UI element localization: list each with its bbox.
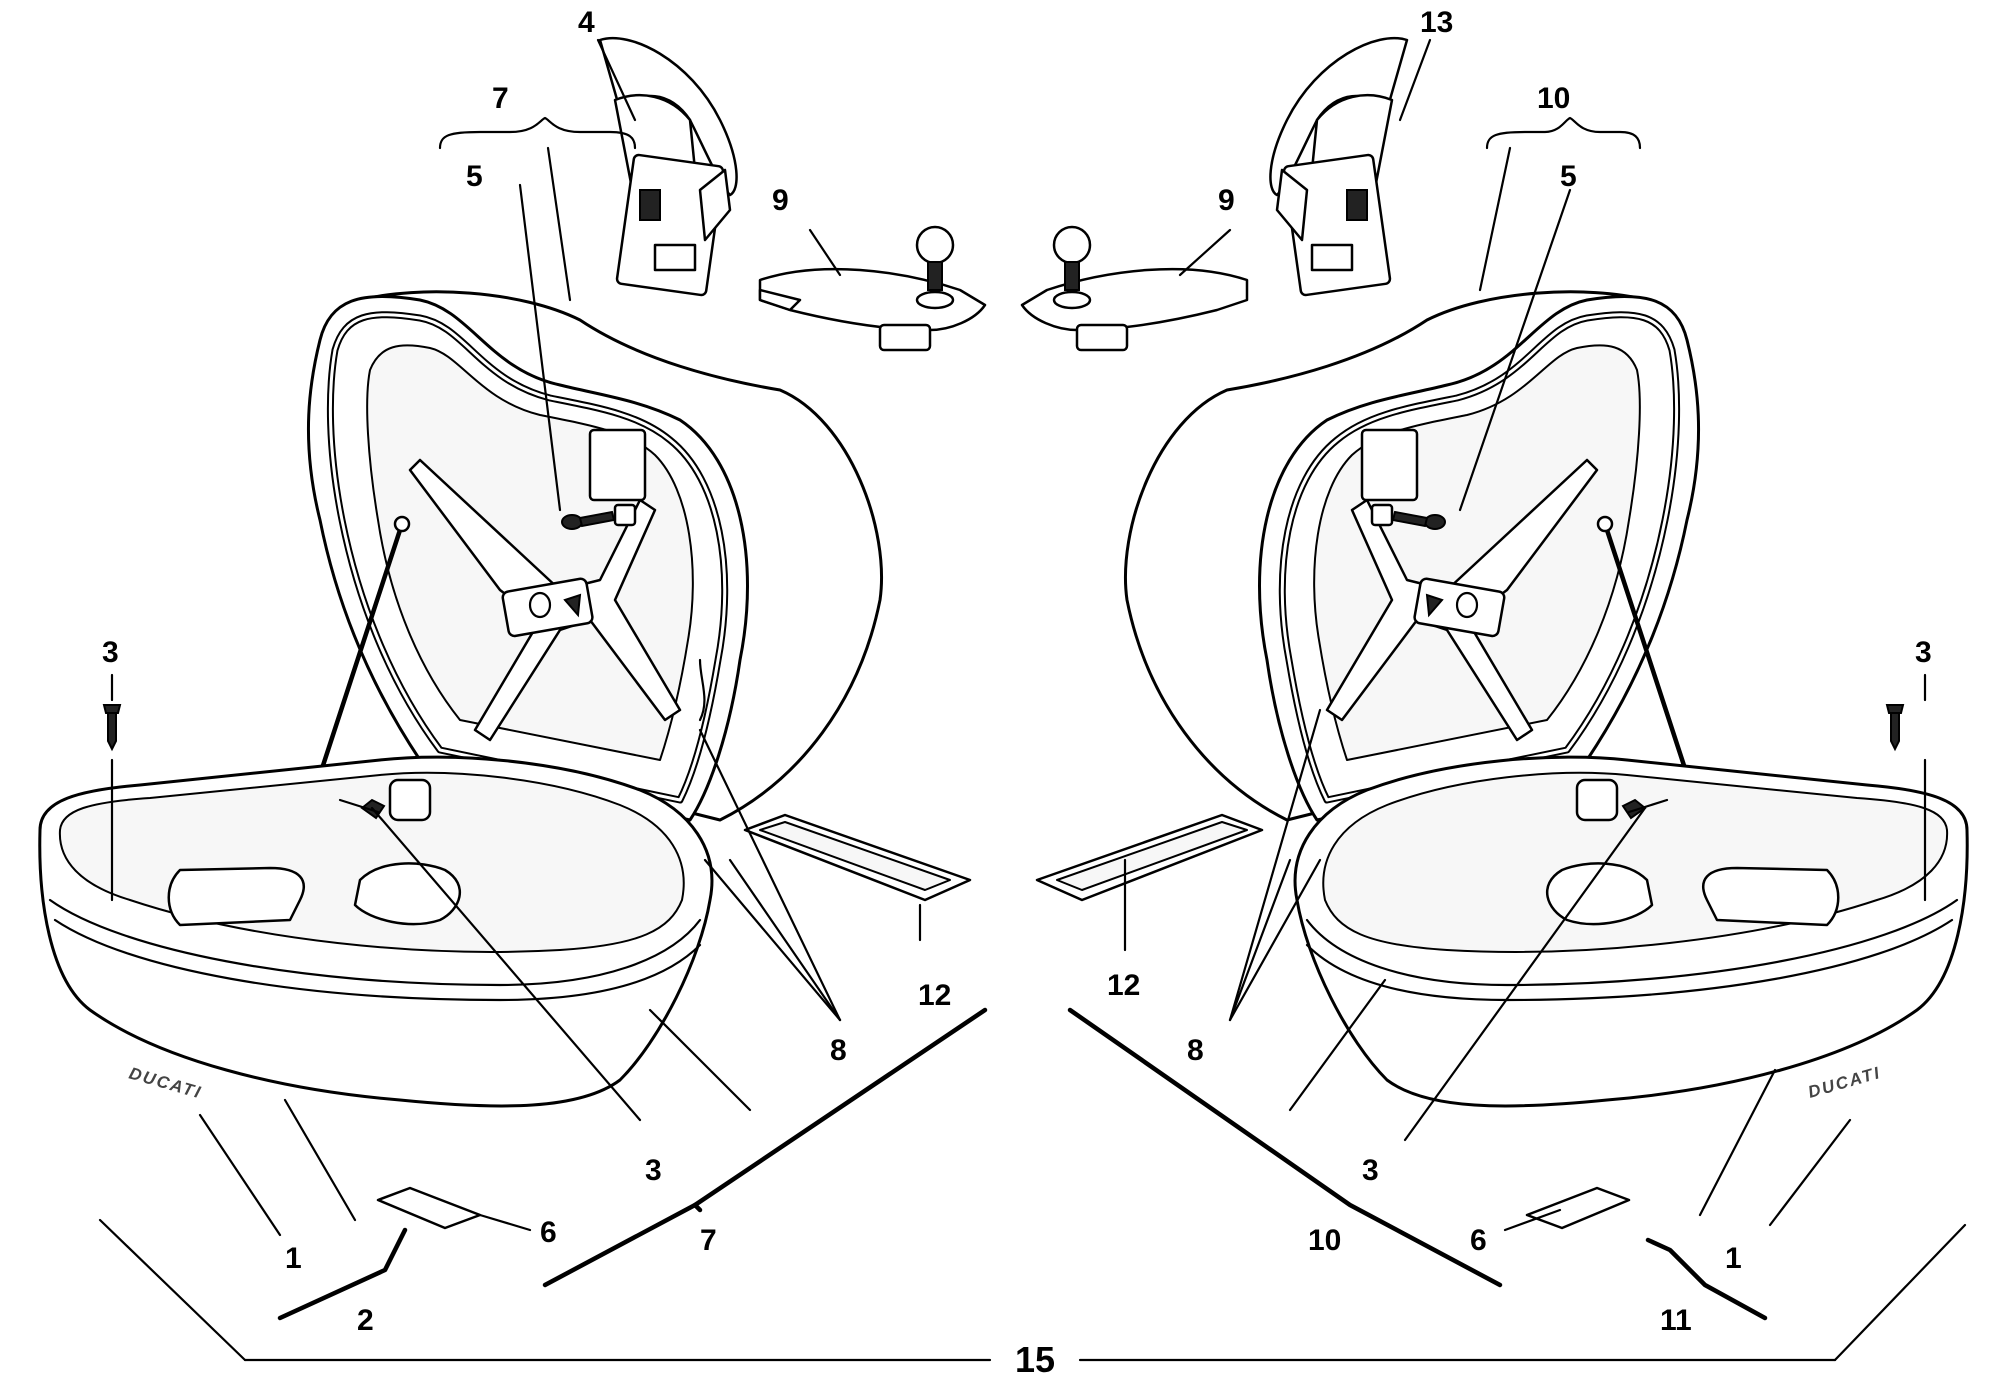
left-decal-1: DUCATI [127,1064,204,1103]
label-3-right-bottom: 3 [1362,1154,1379,1187]
left-strap-buckle [501,577,594,638]
label-7-bottom: 7 [700,1224,717,1257]
label-10-top: 10 [1537,82,1570,115]
right-pannier-assembly [1020,36,1969,1230]
label-12-right: 12 [1107,969,1140,1002]
label-5-right: 5 [1560,160,1577,193]
label-3-left-bottom: 3 [645,1154,662,1187]
label-5-left: 5 [466,160,483,193]
callout-labels: 4 7 5 9 3 8 12 3 7 1 6 2 15 13 10 5 9 3 … [102,6,1932,1380]
right-decal-1: DUCATI [1806,1063,1883,1102]
label-3-right-top: 3 [1915,636,1932,669]
label-2: 2 [357,1304,374,1337]
label-1-left: 1 [285,1242,302,1275]
label-8-left: 8 [830,1034,847,1067]
left-lid-lock-housing [588,428,647,502]
left-base-handle [167,866,305,927]
left-screw-5 [561,510,616,530]
left-latch-4 [598,36,738,297]
label-4: 4 [578,6,595,39]
left-lid-stay [312,527,403,793]
left-reflector-6 [376,1186,482,1230]
left-lock-plate-9 [758,225,987,352]
label-10-bottom: 10 [1308,1224,1341,1257]
label-6-right: 6 [1470,1224,1487,1257]
label-9-left: 9 [772,184,789,217]
label-1-right: 1 [1725,1242,1742,1275]
left-screw-3-top [102,704,122,752]
label-6-left: 6 [540,1216,557,1249]
label-12-left: 12 [918,979,951,1012]
left-pannier-assembly [38,290,883,1108]
label-7-top: 7 [492,82,509,115]
label-8-right: 8 [1187,1034,1204,1067]
label-9-right: 9 [1218,184,1235,217]
leader-lines [98,38,1967,1362]
label-11: 11 [1660,1304,1692,1337]
label-15: 15 [1015,1339,1055,1380]
label-3-left-top: 3 [102,636,119,669]
label-13: 13 [1420,6,1453,39]
